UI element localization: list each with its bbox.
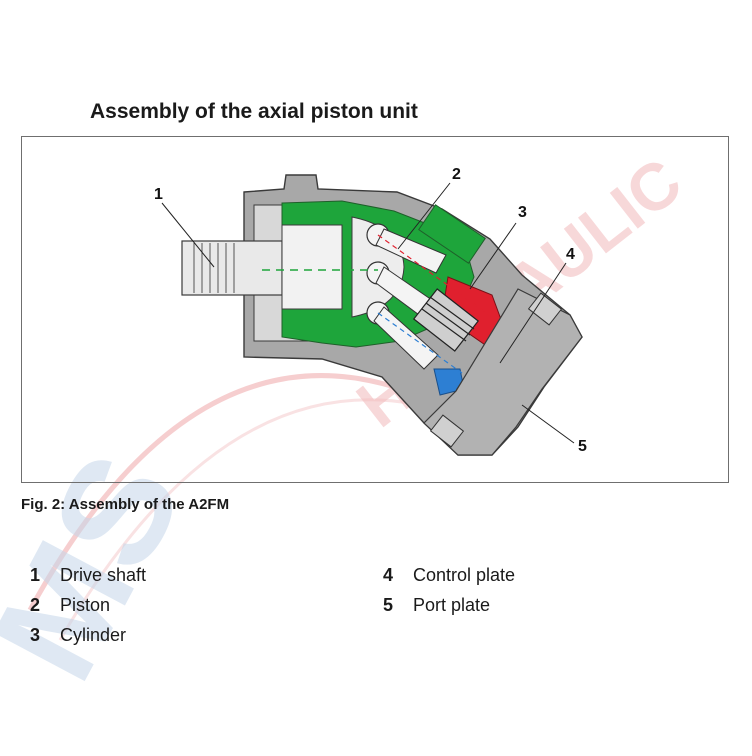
legend-number: 4: [383, 565, 394, 585]
callout-5: 5: [578, 438, 587, 455]
callout-3: 3: [518, 204, 527, 221]
legend-item-drive-shaft: 1 Drive shaft: [30, 565, 146, 586]
figure-frame: 1 2 3 4 5: [21, 136, 729, 483]
legend-number: 5: [383, 595, 394, 615]
legend-label: Drive shaft: [60, 565, 147, 585]
legend-item-cylinder: 3 Cylinder: [30, 625, 126, 646]
shaft-bearing: [281, 224, 343, 310]
page-title: Assembly of the axial piston unit: [90, 100, 418, 123]
callout-2: 2: [452, 166, 461, 183]
callout-1: 1: [154, 186, 163, 203]
leader-line-3: [469, 222, 517, 290]
legend-number: 3: [30, 625, 41, 645]
legend-item-port-plate: 5 Port plate: [383, 595, 490, 616]
piston-rod: [375, 228, 447, 274]
piston-rod: [373, 306, 439, 370]
leader-line-2: [397, 182, 451, 250]
spring: [412, 288, 480, 352]
shaft-splines: [193, 243, 235, 293]
bolt-head: [429, 414, 465, 448]
legend-item-piston: 2 Piston: [30, 595, 110, 616]
leader-line-1: [161, 202, 215, 268]
leader-line-5: [521, 404, 575, 444]
legend-number: 2: [30, 595, 41, 615]
legend-item-control-plate: 4 Control plate: [383, 565, 515, 586]
drive-shaft: [181, 240, 283, 296]
bolt-head: [527, 292, 563, 326]
legend-number: 1: [30, 565, 41, 585]
callout-4: 4: [566, 246, 575, 263]
legend-label: Control plate: [413, 565, 516, 585]
port-plate: [423, 288, 583, 456]
legend-label: Port plate: [413, 595, 491, 615]
legend-label: Cylinder: [60, 625, 127, 645]
legend-label: Piston: [60, 595, 111, 615]
axis-line-red: [377, 234, 493, 318]
figure-caption: Fig. 2: Assembly of the A2FM: [21, 496, 230, 513]
leader-line-4: [499, 262, 567, 364]
green-wall-right: [418, 204, 486, 264]
pump-cross-section: 1 2 3 4 5: [154, 166, 587, 456]
